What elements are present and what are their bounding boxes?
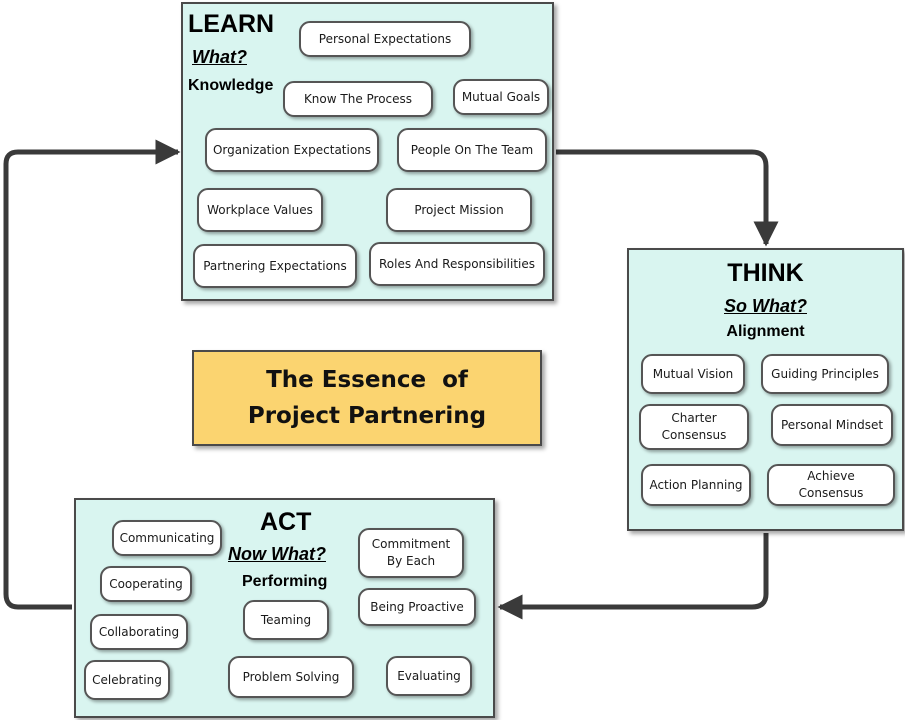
arrow-think-to-act	[497, 533, 769, 620]
think-subtitle: Alignment	[726, 323, 805, 340]
act-item: Celebrating	[84, 660, 170, 700]
arrow-act-to-learn	[3, 139, 181, 610]
act-item: Communicating	[112, 520, 222, 556]
title-line-2: Project Partnering	[247, 403, 487, 429]
learn-item: Workplace Values	[197, 188, 323, 232]
think-heading: THINK	[727, 259, 804, 287]
act-item: Commitment By Each	[358, 528, 464, 578]
learn-item: Roles And Responsibilities	[369, 242, 545, 286]
act-heading: ACT	[260, 508, 312, 536]
act-question: Now What?	[228, 544, 326, 564]
act-item: Cooperating	[100, 566, 192, 602]
learn-item: Partnering Expectations	[193, 244, 357, 288]
learn-subtitle: Knowledge	[188, 77, 274, 94]
think-item: Action Planning	[641, 464, 751, 506]
learn-panel: LEARN What? Knowledge Personal Expectati…	[181, 2, 554, 301]
think-item: Personal Mindset	[771, 404, 893, 446]
think-item: Achieve Consensus	[767, 464, 895, 506]
learn-item: Organization Expectations	[205, 128, 379, 172]
learn-item: Project Mission	[386, 188, 532, 232]
think-item: Guiding Principles	[761, 354, 889, 394]
learn-item: Personal Expectations	[299, 21, 471, 57]
act-item: Teaming	[243, 600, 329, 640]
arrow-learn-to-think	[556, 149, 779, 247]
act-item: Being Proactive	[358, 588, 476, 626]
title-line-1: The Essence of	[266, 367, 468, 393]
act-subtitle: Performing	[242, 573, 328, 590]
learn-heading: LEARN	[188, 10, 275, 38]
learn-item: Mutual Goals	[453, 79, 549, 115]
act-item: Collaborating	[90, 614, 188, 650]
think-question: So What?	[724, 296, 807, 316]
learn-question: What?	[192, 47, 247, 67]
act-item: Evaluating	[386, 656, 472, 696]
think-panel: THINK So What? Alignment Mutual Vision G…	[627, 248, 904, 531]
think-item: Mutual Vision	[641, 354, 745, 394]
learn-item: People On The Team	[397, 128, 547, 172]
think-item: Charter Consensus	[639, 404, 749, 450]
title-box: The Essence of Project Partnering	[192, 350, 542, 446]
act-panel: ACT Now What? Performing Communicating C…	[74, 498, 495, 718]
learn-item: Know The Process	[283, 81, 433, 117]
act-item: Problem Solving	[228, 656, 354, 698]
